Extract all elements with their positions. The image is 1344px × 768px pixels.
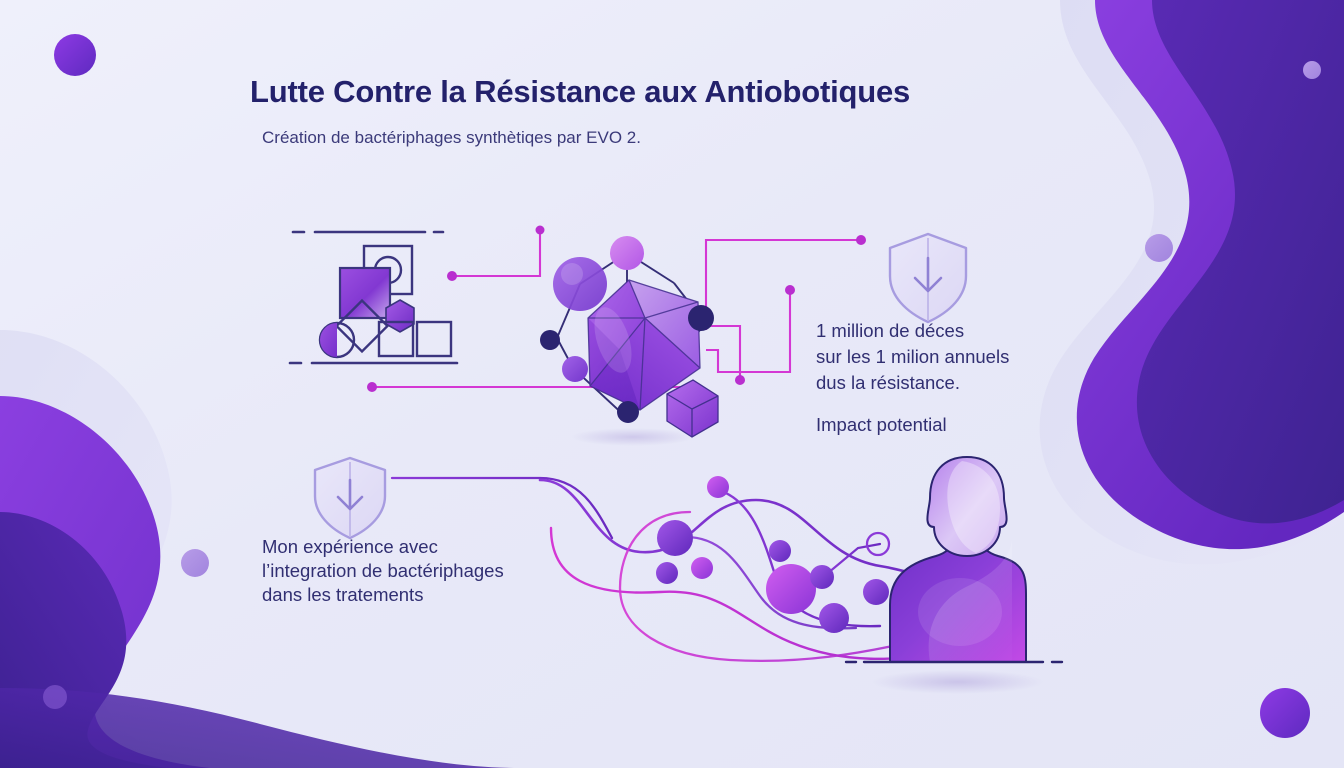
shape-outline-square-a [377,320,415,358]
flow-node-b [657,520,693,556]
flow-curve-3 [618,510,922,663]
shape-hexagon [385,299,415,333]
flow-node-e [769,540,791,562]
shape-filled-square [338,266,392,320]
decor-dot-right-mid [1145,234,1173,262]
person-head [926,456,1008,557]
page-title: Lutte Contre la Résistance aux Antioboti… [250,74,911,109]
node-right [688,305,714,331]
page-subtitle: Création de bactériphages synthètiqes pa… [262,128,641,147]
flow-node-hollow [865,531,891,557]
decor-dot-top-left [54,34,96,76]
decor-dot-left-mid [181,549,209,577]
trace-right-mid [708,324,742,380]
decor-dot-top-right [1303,61,1321,79]
polyhedron-small-cube [666,379,719,438]
node-bottom [617,401,639,423]
experience-callout: Mon expérience avec l’integration de bac… [262,535,562,607]
flow-node-d [691,557,713,579]
flow-node-f [766,564,816,614]
trace-dot-e [735,375,745,385]
stat-line-2: sur les 1 milion annuels [816,346,1010,367]
node-large-left [553,257,607,311]
flow-curve-5 [684,535,858,630]
experience-line-3: dans les tratements [262,584,424,605]
shield-download-icon-experience [313,456,387,540]
trace-right-top [704,238,861,330]
stat-line-3: dus la résistance. [816,372,960,393]
node-left-light [562,356,588,382]
decor-dot-bottom-left [43,685,67,709]
flow-node-g [810,565,834,589]
flow-node-c [656,562,678,584]
decor-dot-bottom-right [1260,688,1310,738]
flow-curve-2 [549,526,952,661]
stat-callout: 1 million de déces sur les 1 milion annu… [816,318,1056,438]
flow-node-a [707,476,729,498]
shape-diamond [334,298,390,354]
flow-curve-6 [820,542,882,580]
flow-curve-shield-link [390,476,614,540]
trace-dot-b [535,225,545,235]
trace-dot-c [367,382,377,392]
trace-right-step [706,290,792,374]
stat-line-1: 1 million de déces [816,320,965,341]
node-top [610,236,644,270]
shape-half-circle-fill [320,323,337,357]
flow-node-i [863,579,889,605]
shape-outline-square-b [415,320,453,358]
trace-dot-a [447,271,457,281]
experience-line-1: Mon expérience avec [262,536,438,557]
trace-dot-f [785,285,795,295]
trace-dot-d [856,235,866,245]
experience-line-2: l’integration de bactériphages [262,560,504,581]
polyhedron-body [587,279,701,411]
shield-download-icon-stat [888,232,968,324]
trace-left-upper [452,230,542,278]
stat-subtext: Impact potential [816,414,947,435]
node-left-dark [540,330,560,350]
flow-node-h [819,603,849,633]
